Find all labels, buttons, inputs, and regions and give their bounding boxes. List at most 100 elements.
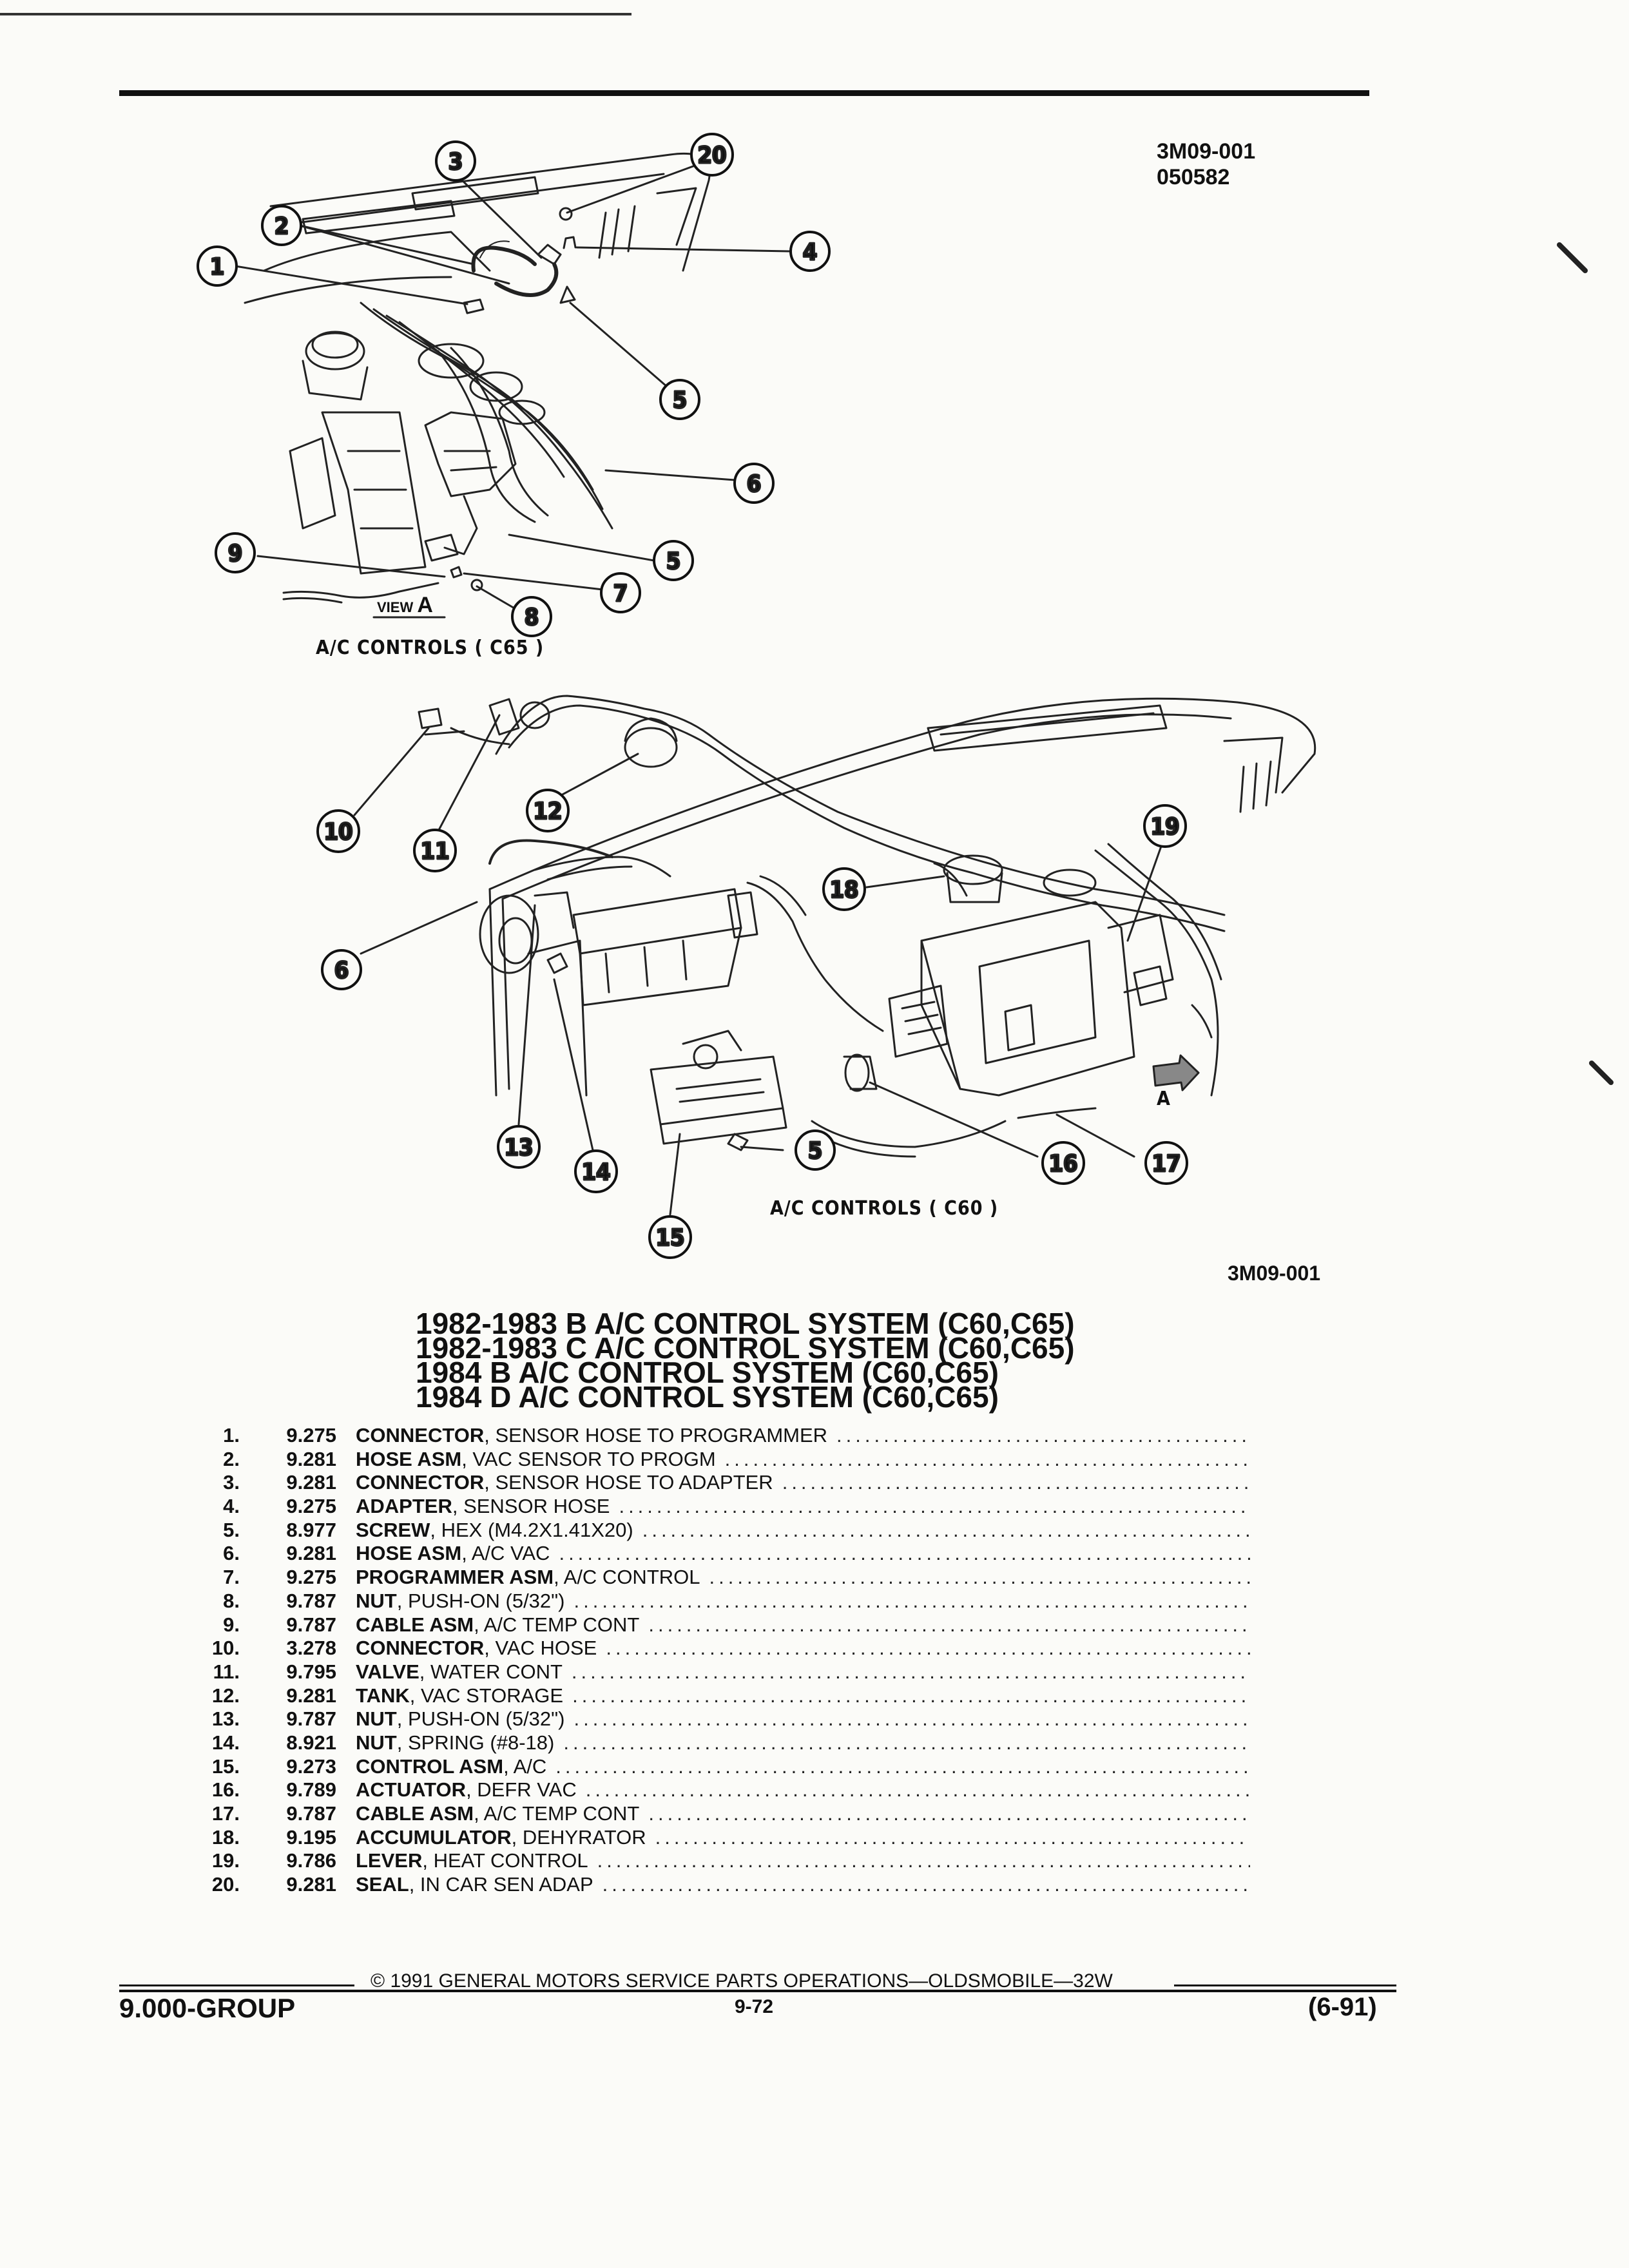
part-number: 6. [223, 1542, 240, 1565]
callout-16: 16 [1041, 1141, 1085, 1185]
part-description: , A/C VAC [461, 1542, 550, 1565]
svg-text:2: 2 [275, 213, 289, 240]
leader-dots: ........................................… [655, 1825, 1250, 1849]
part-description: , HEAT CONTROL [422, 1849, 588, 1872]
svg-text:7: 7 [613, 581, 628, 607]
svg-text:1: 1 [210, 254, 225, 280]
part-description: , SENSOR HOSE TO ADAPTER [484, 1471, 773, 1494]
group-number: 9.787 [286, 1802, 336, 1825]
callout-2: 2 [261, 205, 302, 246]
callout-5-bottom: 5 [795, 1129, 836, 1171]
svg-text:5: 5 [808, 1138, 823, 1164]
part-name: ACCUMULATOR [356, 1825, 512, 1849]
leader-dots: ........................................… [602, 1873, 1250, 1896]
leader-dots: ........................................… [597, 1849, 1250, 1872]
group-number: 9.273 [286, 1754, 336, 1778]
leader-dots: ........................................… [648, 1802, 1250, 1825]
group-number: 9.786 [286, 1849, 336, 1872]
svg-text:5: 5 [673, 387, 688, 414]
page-number: 9-72 [735, 1996, 774, 2017]
part-number: 5. [223, 1518, 240, 1541]
heading-2: 1982-1983 C A/C CONTROL SYSTEM (C60,C65) [416, 1331, 1075, 1365]
part-name: HOSE ASM [356, 1447, 462, 1470]
view-a-label: VIEW A [377, 593, 433, 618]
svg-text:8: 8 [525, 604, 539, 631]
part-number: 16. [211, 1778, 240, 1802]
heading-1: 1982-1983 B A/C CONTROL SYSTEM (C60,C65) [416, 1307, 1075, 1340]
callout-14: 14 [574, 1149, 618, 1193]
bottom-view-drawing [418, 695, 1316, 1158]
callout-6-top: 6 [733, 463, 775, 504]
group-label: 9.000-GROUP [119, 1993, 296, 2023]
part-name: PROGRAMMER ASM [356, 1566, 554, 1589]
part-description: , SENSOR HOSE TO PROGRAMMER [484, 1424, 828, 1446]
leader-dots: ........................................… [648, 1613, 1250, 1636]
part-name: CABLE ASM [356, 1613, 474, 1636]
callout-19: 19 [1143, 804, 1187, 848]
part-description: , SPRING (#8-18) [396, 1731, 555, 1754]
svg-text:18: 18 [829, 877, 858, 903]
callout-6-bottom: 6 [321, 949, 362, 990]
svg-text:5: 5 [666, 548, 681, 575]
part-number: 12. [211, 1684, 240, 1707]
svg-text:19: 19 [1150, 814, 1179, 840]
leader-dots: ........................................… [709, 1566, 1251, 1589]
part-name: ACTUATOR [356, 1778, 467, 1802]
leader-dots: ........................................… [585, 1778, 1250, 1802]
part-name: LEVER [356, 1849, 423, 1872]
drawing-reference: 3M09-001 050582 [1157, 139, 1255, 190]
part-name: VALVE [356, 1660, 419, 1683]
part-description: , HEX (M4.2X1.41X20) [430, 1518, 633, 1541]
callout-17: 17 [1144, 1141, 1188, 1185]
heading-4: 1984 D A/C CONTROL SYSTEM (C60,C65) [416, 1380, 999, 1414]
callout-8: 8 [511, 596, 552, 637]
footer-rule-bottom [119, 1990, 1396, 1992]
leader-dots: ........................................… [619, 1495, 1250, 1518]
part-description: , IN CAR SEN ADAP [409, 1873, 593, 1896]
revision-date: (6-91) [1308, 1993, 1377, 2021]
drawing-date-code: 050582 [1157, 165, 1230, 189]
top-view-caption: A/C CONTROLS ( C65 ) [316, 637, 545, 659]
part-name: CONNECTOR [356, 1424, 485, 1446]
figure-reference: 3M09-001 [1228, 1262, 1321, 1285]
part-number: 15. [211, 1754, 240, 1778]
group-number: 9.281 [286, 1471, 336, 1494]
group-number: 9.275 [286, 1495, 336, 1518]
part-description: , VAC HOSE [484, 1637, 597, 1660]
callout-5-top: 5 [659, 379, 700, 420]
part-name: ADAPTER [356, 1495, 452, 1518]
callout-5-mid: 5 [653, 540, 694, 581]
drawing-code: 3M09-001 [1157, 139, 1256, 164]
footer-rule-right [1174, 1984, 1396, 1986]
group-number: 9.275 [286, 1566, 336, 1589]
part-number: 14. [211, 1731, 240, 1754]
part-number: 20. [211, 1873, 240, 1896]
callout-12: 12 [526, 789, 570, 832]
svg-text:11: 11 [420, 838, 449, 865]
top-view-drawing [244, 152, 711, 619]
part-name: NUT [356, 1707, 397, 1731]
callout-10: 10 [316, 809, 360, 853]
part-name: TANK [356, 1684, 410, 1707]
part-number: 3. [223, 1471, 240, 1494]
scan-edge-line [0, 13, 631, 15]
part-description: , PUSH-ON (5/32") [396, 1707, 565, 1731]
svg-text:9: 9 [228, 541, 243, 567]
callout-11: 11 [413, 829, 457, 872]
